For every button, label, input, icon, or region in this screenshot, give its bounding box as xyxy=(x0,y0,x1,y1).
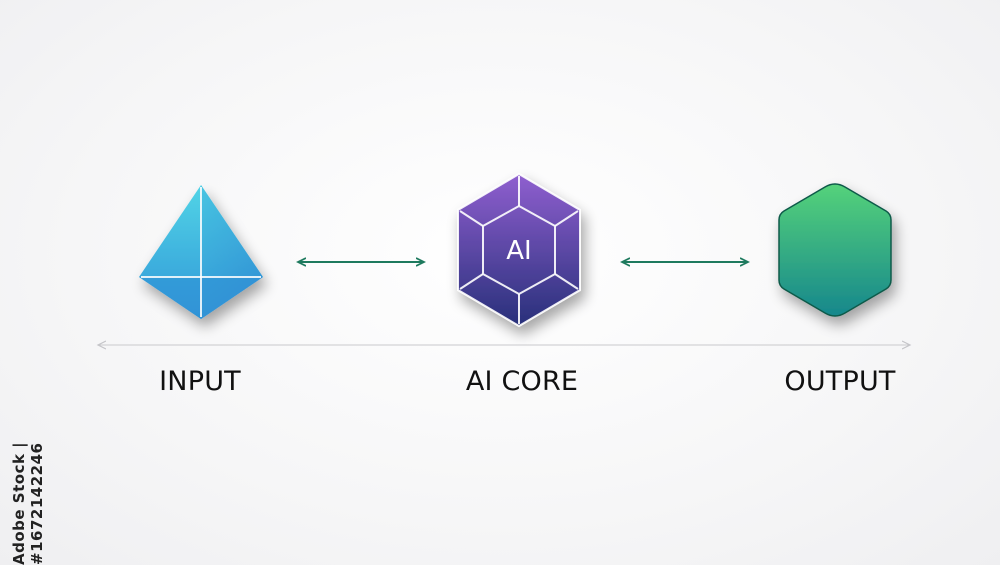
input-tetrahedron-icon xyxy=(139,185,263,319)
ai-core-label: AI CORE xyxy=(465,366,579,397)
ai-core-hexagon-icon: AI xyxy=(457,172,581,328)
output-hexagon-icon xyxy=(778,183,892,317)
input-label: INPUT xyxy=(159,366,241,397)
side-watermark-text: Adobe Stock | #1672142246 xyxy=(10,441,46,565)
output-label: OUTPUT xyxy=(784,366,896,397)
ai-core-inner-text: AI xyxy=(506,236,531,266)
